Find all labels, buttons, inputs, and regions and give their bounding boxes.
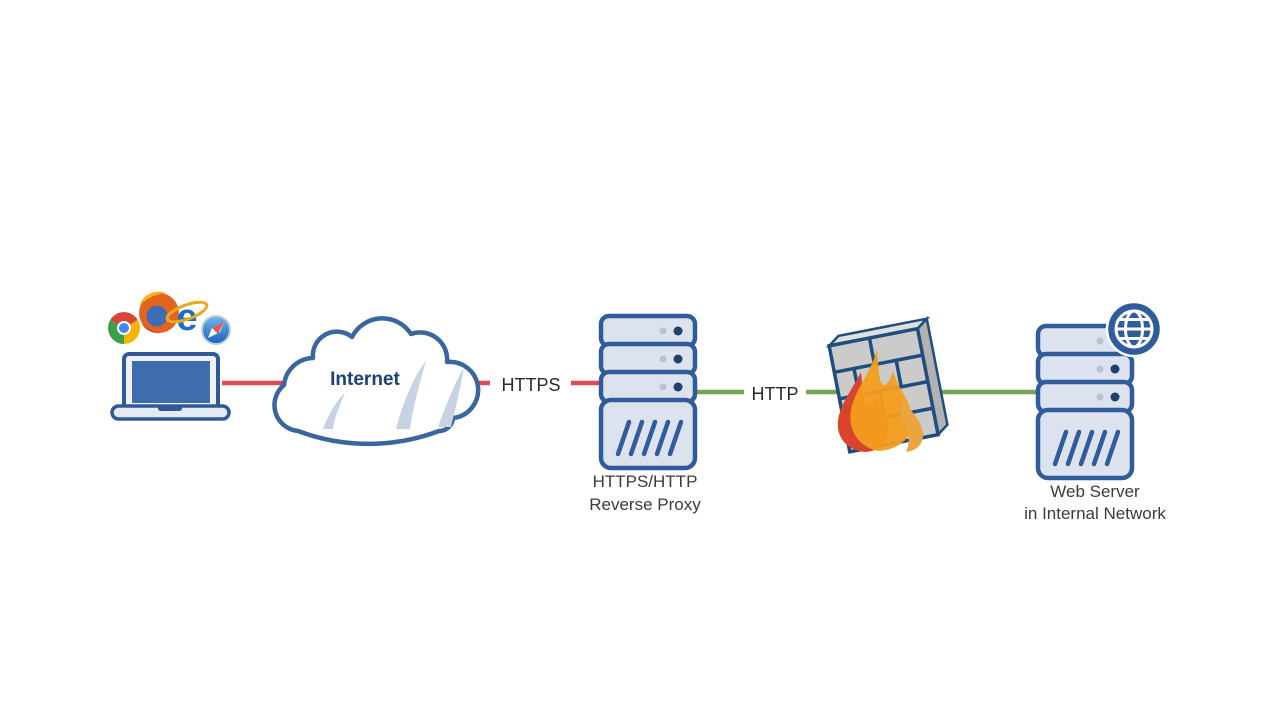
- reverse-proxy-label-line2: Reverse Proxy: [589, 495, 701, 514]
- internet-cloud: Internet: [272, 316, 481, 447]
- reverse-proxy-server: [601, 316, 695, 468]
- ie-icon: e: [165, 297, 209, 339]
- http-label: HTTP: [752, 384, 799, 404]
- firewall: [825, 316, 949, 454]
- web-server-label: Web Server in Internal Network: [1024, 482, 1166, 523]
- chrome-icon: [108, 312, 140, 344]
- https-label: HTTPS: [501, 375, 560, 395]
- laptop: [110, 352, 231, 421]
- globe-icon: [1105, 300, 1163, 358]
- internet-cloud-label: Internet: [330, 369, 400, 390]
- flame-icon: [837, 349, 924, 452]
- reverse-proxy-label: HTTPS/HTTP Reverse Proxy: [589, 472, 701, 514]
- web-server-label-line1: Web Server: [1050, 482, 1140, 501]
- reverse-proxy-label-line1: HTTPS/HTTP: [593, 472, 698, 491]
- cloud-swooshes: [323, 361, 464, 429]
- web-server-label-line2: in Internal Network: [1024, 504, 1166, 523]
- laptop-screen: [132, 361, 210, 403]
- laptop-notch: [158, 406, 182, 411]
- client-browsers: e: [108, 291, 231, 345]
- safari-icon: [201, 315, 231, 345]
- web-server: [1038, 300, 1163, 478]
- firefox-icon: [139, 291, 179, 334]
